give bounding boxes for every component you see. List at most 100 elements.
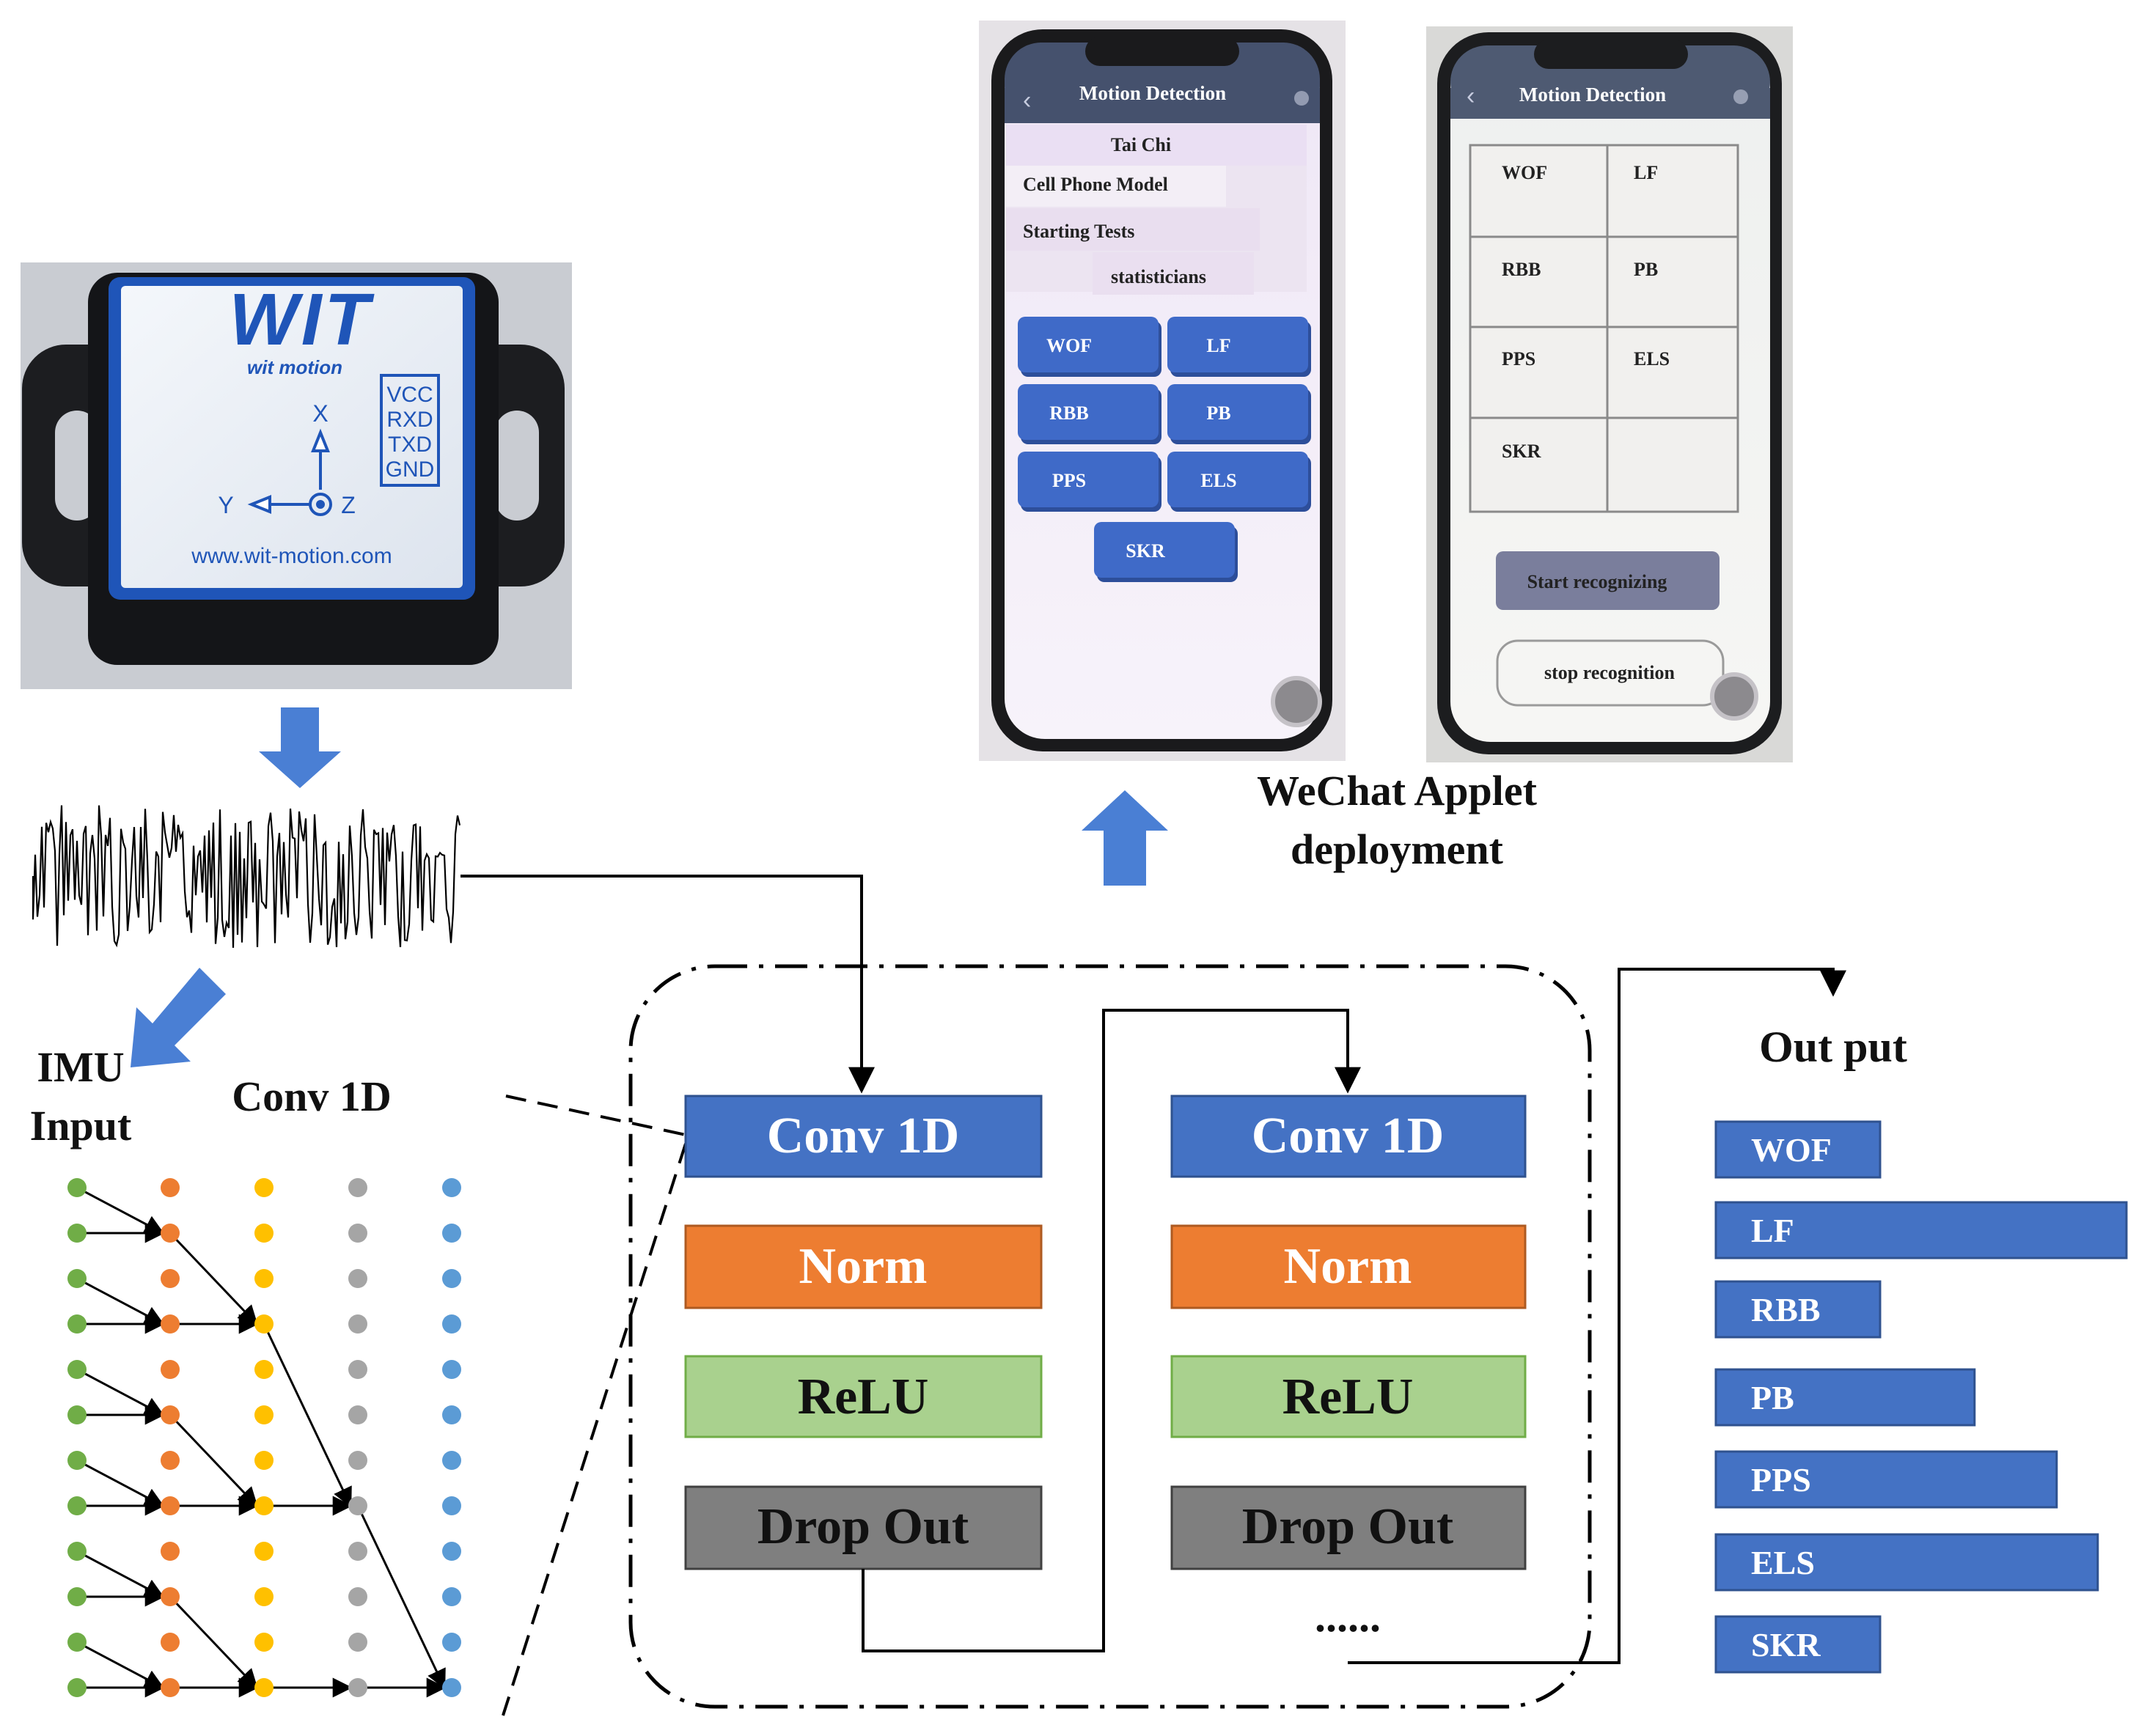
output-class-label: SKR bbox=[1751, 1626, 1821, 1663]
conv2-node bbox=[254, 1587, 274, 1606]
phone-left-class-button[interactable] bbox=[1094, 522, 1235, 578]
conv2-node bbox=[254, 1269, 274, 1288]
relu-layer bbox=[1170, 1355, 1527, 1438]
conv2-node bbox=[254, 1178, 274, 1197]
phone-left-row[interactable]: Tai Chi bbox=[1111, 134, 1171, 155]
start-recognizing-button[interactable] bbox=[1496, 551, 1720, 610]
zoom-projection-line bbox=[502, 1143, 687, 1716]
conv3-node bbox=[348, 1269, 367, 1288]
output-class-bar bbox=[1714, 1615, 1882, 1674]
input-node bbox=[67, 1496, 87, 1515]
conv1d-layer-label: Conv 1D bbox=[767, 1108, 960, 1164]
sensor-pin-label: GND bbox=[386, 457, 435, 482]
input-node bbox=[67, 1451, 87, 1470]
input-node bbox=[67, 1224, 87, 1243]
phone-left-title: Motion Detection bbox=[1079, 82, 1226, 104]
input-node bbox=[67, 1678, 87, 1697]
norm-layer-label: Norm bbox=[1284, 1238, 1412, 1295]
output-class-bar bbox=[1714, 1450, 2058, 1509]
conv3-node bbox=[348, 1360, 367, 1379]
conv-edge bbox=[263, 1323, 352, 1508]
conv3-node bbox=[348, 1451, 367, 1470]
conv3-node bbox=[348, 1314, 367, 1334]
phone-left-class-button[interactable] bbox=[1167, 452, 1308, 507]
conv1-node bbox=[161, 1678, 180, 1697]
stop-recognition-button[interactable] bbox=[1496, 639, 1725, 707]
phone-right-grid-cell: RBB bbox=[1502, 259, 1541, 280]
conv-edge bbox=[76, 1550, 165, 1598]
conv2-node bbox=[254, 1360, 274, 1379]
conv-edge bbox=[76, 1459, 165, 1507]
input-node bbox=[67, 1405, 87, 1424]
chevron-left-icon[interactable]: ‹ bbox=[1467, 82, 1475, 110]
sensor-axis-y: Y bbox=[218, 492, 233, 518]
conv-edge bbox=[169, 1232, 258, 1325]
sensor-pin-label: VCC bbox=[386, 383, 433, 407]
conv-edge bbox=[76, 1641, 165, 1689]
dropout-layer bbox=[684, 1485, 1043, 1570]
output-class-label: PPS bbox=[1751, 1461, 1811, 1498]
input-node bbox=[67, 1587, 87, 1606]
conv3-node bbox=[348, 1496, 367, 1515]
phone-right-grid-cell: PB bbox=[1634, 259, 1658, 280]
conv-block-left: Conv 1D Norm ReLU Drop Out bbox=[684, 1095, 1043, 1570]
input-node bbox=[67, 1178, 87, 1197]
conv3-node bbox=[348, 1405, 367, 1424]
sensor-website: www.wit-motion.com bbox=[191, 544, 392, 568]
sensor-axis-z: Z bbox=[341, 492, 356, 518]
phone-left-row[interactable]: statisticians bbox=[1111, 266, 1206, 287]
down-arrow-icon bbox=[259, 707, 341, 788]
conv1-node bbox=[161, 1178, 180, 1197]
more-dot-icon[interactable] bbox=[1294, 91, 1309, 106]
conv2-node bbox=[254, 1405, 274, 1424]
phone-left-class-button[interactable] bbox=[1167, 384, 1308, 440]
output-node bbox=[442, 1496, 461, 1515]
phone-left-row[interactable]: Starting Tests bbox=[1023, 221, 1134, 242]
phone-left-class-button[interactable] bbox=[1018, 317, 1159, 372]
conv1-node bbox=[161, 1269, 180, 1288]
conv-edge bbox=[76, 1186, 165, 1235]
phone-right-grid-cell: ELS bbox=[1634, 348, 1670, 369]
phone-left-class-button[interactable] bbox=[1018, 384, 1159, 440]
output-title: Out put bbox=[1759, 1023, 1907, 1071]
output-class-bar bbox=[1714, 1120, 1882, 1179]
sensor-pin-box bbox=[380, 374, 440, 487]
imu-input-label: Input bbox=[30, 1102, 132, 1150]
chevron-left-icon[interactable]: ‹ bbox=[1023, 87, 1031, 114]
output-node bbox=[442, 1224, 461, 1243]
phone-left-class-button[interactable] bbox=[1018, 452, 1159, 507]
conv1-node bbox=[161, 1224, 180, 1243]
output-node bbox=[442, 1360, 461, 1379]
phone-left-button-label: PPS bbox=[1052, 470, 1086, 491]
sensor-brand-logo: WIT bbox=[229, 279, 375, 361]
output-class-label: PB bbox=[1751, 1379, 1794, 1416]
conv1-node bbox=[161, 1314, 180, 1334]
phone-left-button-label: ELS bbox=[1200, 470, 1236, 491]
conv1d-layer-label: Conv 1D bbox=[1252, 1108, 1445, 1164]
conv1d-layer bbox=[684, 1095, 1043, 1178]
output-class-bar bbox=[1714, 1280, 1882, 1339]
phone-right-grid-cell: WOF bbox=[1502, 162, 1547, 183]
phone-right-grid-cell: SKR bbox=[1502, 441, 1541, 462]
output-node bbox=[442, 1542, 461, 1561]
relu-layer bbox=[684, 1355, 1043, 1438]
relu-layer-label: ReLU bbox=[1282, 1369, 1414, 1425]
phone-left-row[interactable]: Cell Phone Model bbox=[1023, 174, 1168, 195]
signal-to-conv-arrow bbox=[460, 875, 875, 1094]
output-connector-arrow bbox=[1348, 968, 1846, 1664]
output-node bbox=[442, 1451, 461, 1470]
dilated-conv-network bbox=[67, 1178, 461, 1698]
stop-recognition-label: stop recognition bbox=[1544, 662, 1675, 683]
dropout-layer bbox=[1170, 1485, 1527, 1570]
phone-left-button-label: SKR bbox=[1126, 540, 1165, 562]
up-arrow-icon bbox=[1082, 790, 1168, 886]
imu-sensor-photo: WIT wit motion VCC RXD TXD GND X Y Z www… bbox=[21, 262, 572, 689]
wechat-deployment-label: WeChat Applet bbox=[1257, 767, 1538, 814]
conv2-node bbox=[254, 1451, 274, 1470]
conv-block-right: Conv 1D Norm ReLU Drop Out bbox=[1170, 1095, 1527, 1570]
more-dot-icon[interactable] bbox=[1733, 89, 1748, 104]
phone-left-class-button[interactable] bbox=[1167, 317, 1308, 372]
conv3-node bbox=[348, 1178, 367, 1197]
conv1-node bbox=[161, 1496, 180, 1515]
